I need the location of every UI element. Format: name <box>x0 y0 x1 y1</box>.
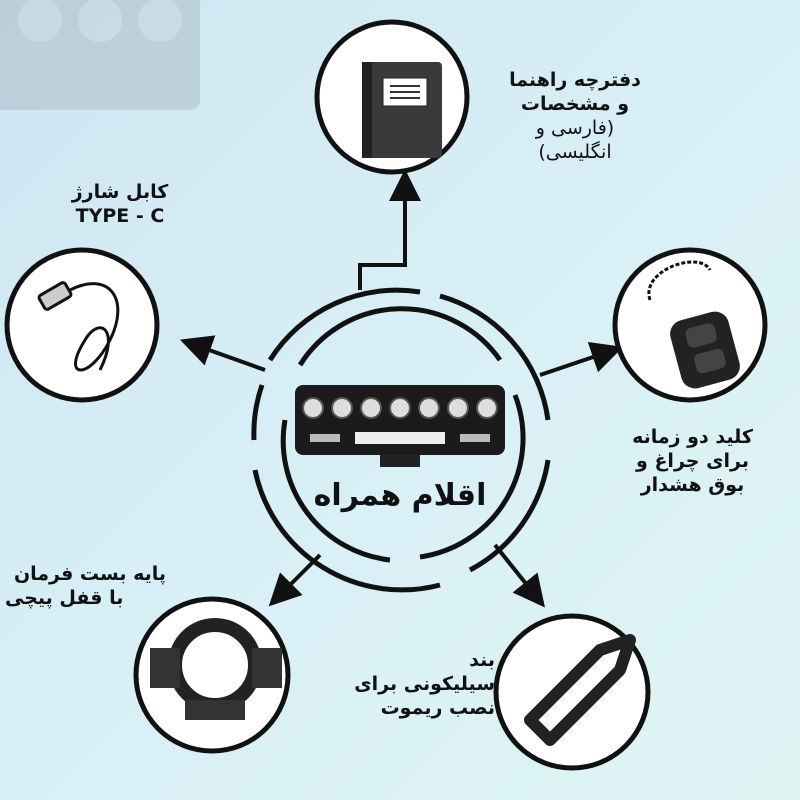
label-mount: پایه بست فرمان با قفل پیچی <box>5 562 175 610</box>
label-subline: انگلیسی) <box>538 141 612 163</box>
faded-product-image <box>0 0 200 110</box>
handlebar-mount-icon <box>150 618 282 720</box>
arrows <box>179 169 624 608</box>
label-line: سیلیکونی برای <box>354 673 495 695</box>
label-strap: بند سیلیکونی برای نصب ریموت <box>335 648 495 720</box>
label-line: TYPE - C <box>75 205 165 227</box>
silicone-strap-icon <box>524 634 636 746</box>
remote-switch-icon <box>647 260 740 389</box>
manual-book-icon <box>362 62 442 158</box>
label-remote: کلید دو زمانه برای چراغ و بوق هشدار <box>605 425 780 497</box>
label-line: بند <box>469 649 495 671</box>
label-line: کابل شارژ <box>71 181 169 203</box>
bike-light-image <box>295 385 505 467</box>
label-line: و مشخصات <box>520 93 630 115</box>
usb-cable-icon <box>37 281 120 372</box>
label-line: برای چراغ و <box>636 450 749 472</box>
label-line: با قفل پیچی <box>5 587 124 609</box>
label-line: نصب ریموت <box>380 697 495 719</box>
label-line: دفترچه راهنما <box>509 69 641 91</box>
label-line: پایه بست فرمان <box>13 563 167 585</box>
label-line: بوق هشدار <box>640 474 745 496</box>
label-subline: (فارسی و <box>535 117 615 139</box>
label-line: کلید دو زمانه <box>632 426 753 448</box>
label-cable: کابل شارژ TYPE - C <box>50 180 190 228</box>
center-ring <box>251 287 551 593</box>
label-manual: دفترچه راهنما و مشخصات (فارسی و انگلیسی) <box>490 68 660 164</box>
center-title: اقلام همراه <box>313 478 487 513</box>
